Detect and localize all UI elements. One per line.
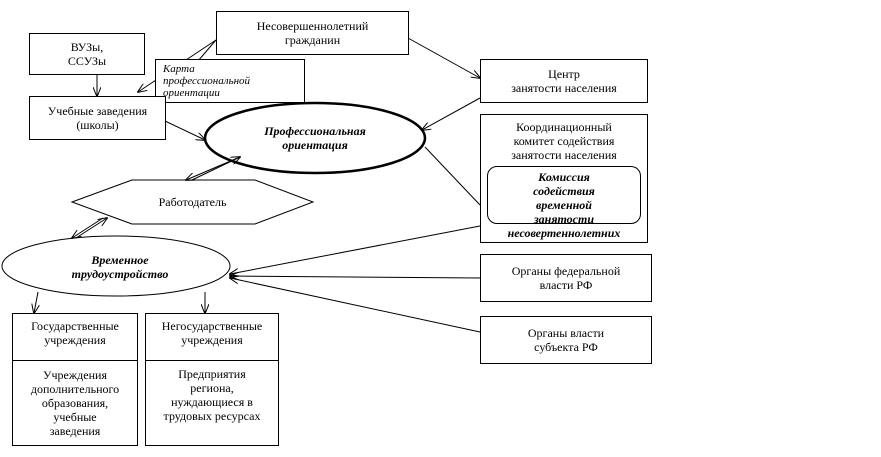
career-guidance-label: Профессиональная ориентация bbox=[264, 124, 366, 152]
employment-center-box: Центр занятости населения bbox=[480, 59, 648, 103]
nonstate-institutions-box: Негосударственные учреждения bbox=[145, 313, 279, 361]
temporary-employment-label: Временное трудоустройство bbox=[71, 253, 169, 281]
minor-citizen-box: Несовершеннолетний гражданин bbox=[216, 11, 409, 55]
arrow-schools-to-guidance bbox=[164, 120, 205, 140]
arrow-employer-to-temp-employment bbox=[72, 217, 104, 238]
federal-authorities-box: Органы федеральной власти РФ bbox=[480, 254, 652, 302]
arrow-federal-to-temp-employment bbox=[230, 276, 481, 278]
arrow-temp-employment-to-state bbox=[34, 291, 38, 313]
employer-label: Работодатель bbox=[158, 195, 227, 209]
line-commission-to-guidance bbox=[424, 146, 481, 206]
arrow-employer-to-guidance bbox=[191, 157, 240, 181]
regional-authorities-box: Органы власти субъекта РФ bbox=[480, 316, 652, 364]
arrow-temp-employment-to-employer bbox=[75, 218, 107, 239]
commission-label: Комиссия содействия временной занятости … bbox=[507, 170, 621, 240]
arrow-employment-center-to-guidance bbox=[422, 97, 481, 130]
schools-box: Учебные заведения (школы) bbox=[29, 96, 166, 140]
state-institutions-box: Государственные учреждения bbox=[12, 313, 138, 361]
commission-box bbox=[487, 166, 641, 224]
employer-hexagon bbox=[70, 179, 315, 225]
universities-box: ВУЗы, ССУЗы bbox=[29, 33, 145, 75]
arrow-committee-to-temp-employment bbox=[230, 225, 481, 274]
career-map-label: Карта профессиональной ориентации bbox=[163, 63, 251, 99]
temporary-employment-ellipse bbox=[1, 235, 231, 297]
arrow-regional-to-temp-employment bbox=[230, 278, 481, 333]
state-institutions-detail-box: Учреждения дополнительного образования, … bbox=[12, 360, 138, 446]
arrow-citizen-to-employment-center bbox=[407, 37, 480, 78]
career-map-box bbox=[155, 59, 305, 103]
nonstate-institutions-detail-box: Предприятия региона, нуждающиеся в трудо… bbox=[145, 360, 279, 446]
